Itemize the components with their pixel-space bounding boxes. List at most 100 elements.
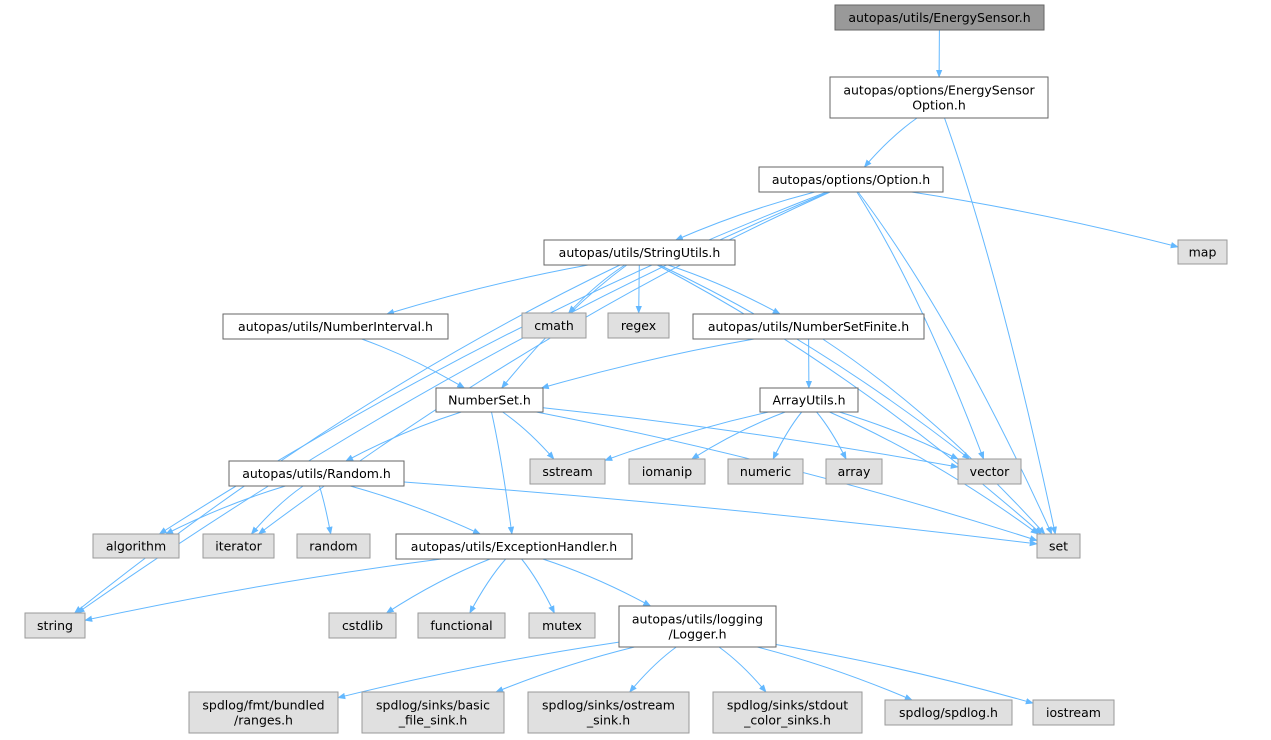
edge-logger-to-spdlog — [757, 646, 913, 701]
node-stringutils[interactable]: autopas/utils/StringUtils.h — [543, 239, 736, 266]
node-exceptionhandler[interactable]: autopas/utils/ExceptionHandler.h — [395, 533, 633, 560]
node-label: algorithm — [106, 539, 166, 554]
node-box — [759, 387, 859, 413]
edge-stringutils-to-cmath — [568, 264, 626, 314]
node-label: random — [309, 539, 357, 554]
node-logger[interactable]: autopas/utils/logging/Logger.h — [618, 605, 777, 648]
edge-logger-to-basicfilesink — [495, 646, 635, 693]
node-mutex: mutex — [528, 612, 596, 639]
node-option[interactable]: autopas/options/Option.h — [758, 166, 944, 193]
node-box — [24, 612, 86, 639]
node-label: functional — [430, 618, 492, 633]
node-label: spdlog/fmt/bundled — [202, 698, 324, 713]
edge-exceptionhandler-to-cstdlib — [385, 558, 491, 614]
node-cstdlib: cstdlib — [328, 612, 397, 639]
edge-arrayutils-to-array — [816, 411, 847, 460]
node-label: spdlog/sinks/stdout — [727, 698, 848, 713]
node-spdlog: spdlog/spdlog.h — [884, 699, 1013, 726]
node-box — [228, 460, 405, 487]
node-label: sstream — [542, 464, 592, 479]
node-box — [296, 533, 371, 559]
edge-numberset-to-exceptionhandler — [491, 411, 515, 535]
edge-logger-to-ranges — [337, 641, 620, 700]
node-basicfilesink: spdlog/sinks/basic_file_sink.h — [361, 691, 505, 734]
node-ostreamsink: spdlog/sinks/ostream_sink.h — [527, 691, 690, 734]
node-box — [957, 458, 1022, 485]
node-box — [361, 691, 505, 734]
node-box — [395, 533, 633, 560]
edge-numberset-to-random — [345, 411, 462, 462]
node-box — [1032, 699, 1115, 726]
node-numbersetfinite[interactable]: autopas/utils/NumberSetFinite.h — [692, 313, 925, 340]
node-random[interactable]: autopas/utils/Random.h — [228, 460, 405, 487]
node-box — [628, 458, 706, 485]
node-label: string — [37, 618, 73, 633]
edge-stringutils-to-set — [657, 264, 1043, 535]
node-box — [521, 312, 587, 339]
node-label: autopas/utils/NumberSetFinite.h — [708, 319, 909, 334]
node-box — [417, 612, 506, 639]
edge-random-to-iterator — [250, 485, 304, 535]
node-array: array — [825, 458, 883, 485]
node-layer: autopas/utils/EnergySensor.h autopas/opti… — [24, 4, 1228, 734]
edge-arrayutils-to-iomanip — [691, 411, 786, 460]
node-label: vector — [970, 464, 1011, 479]
node-map: map — [1177, 239, 1228, 265]
node-label: spdlog/sinks/basic — [376, 698, 490, 713]
edge-numberset-to-sstream — [502, 411, 555, 460]
node-numberset[interactable]: NumberSet.h — [435, 387, 544, 413]
node-box — [1036, 533, 1081, 559]
edge-random-to-set — [403, 481, 1038, 547]
node-sstream: sstream — [529, 458, 606, 485]
edge-logger-to-ostreamsink — [629, 646, 677, 693]
node-label: _file_sink.h — [398, 713, 468, 728]
node-label: autopas/options/Option.h — [772, 172, 930, 187]
node-numberinterval[interactable]: autopas/utils/NumberInterval.h — [222, 313, 449, 340]
node-box — [527, 691, 690, 734]
edge-option-to-vector — [856, 191, 985, 460]
node-iomanip: iomanip — [628, 458, 706, 485]
node-label: map — [1189, 245, 1217, 260]
node-label: regex — [621, 318, 656, 333]
edge-random-to-algorithm — [165, 485, 286, 535]
node-box — [727, 458, 804, 485]
node-arrayutils[interactable]: ArrayUtils.h — [759, 387, 859, 413]
node-ranges: spdlog/fmt/bundled/ranges.h — [188, 691, 339, 734]
node-box — [222, 313, 449, 340]
edge-stringutils-to-numbersetfinite — [667, 264, 781, 315]
edge-stringutils-to-regex — [635, 264, 642, 314]
node-randomsys: random — [296, 533, 371, 559]
node-box — [825, 458, 883, 485]
node-label: /ranges.h — [234, 713, 293, 728]
edge-option-to-map — [911, 191, 1179, 249]
edge-numbersetfinite-to-numberset — [540, 338, 755, 390]
node-label: cstdlib — [342, 618, 383, 633]
node-box — [692, 313, 925, 340]
node-box — [435, 387, 544, 413]
node-label: mutex — [542, 618, 582, 633]
node-label: autopas/utils/StringUtils.h — [559, 245, 721, 260]
node-label: spdlog/spdlog.h — [899, 705, 998, 720]
edge-stringutils-to-vector — [659, 264, 971, 460]
node-box — [328, 612, 397, 639]
node-regex: regex — [607, 312, 670, 339]
node-label: /Logger.h — [668, 627, 726, 642]
node-label: _sink.h — [586, 713, 630, 728]
edge-energysensoroption-to-option — [863, 117, 918, 168]
edge-layer — [73, 29, 1179, 705]
node-label: array — [838, 464, 871, 479]
node-label: autopas/utils/Random.h — [242, 466, 391, 481]
node-box — [829, 76, 1049, 119]
node-box — [712, 691, 863, 734]
node-label: iomanip — [642, 464, 692, 479]
edge-exceptionhandler-to-logger — [542, 558, 652, 607]
edge-exceptionhandler-to-functional — [469, 558, 507, 614]
node-energysensor[interactable]: autopas/utils/EnergySensor.h — [834, 4, 1045, 31]
node-label: spdlog/sinks/ostream — [542, 698, 675, 713]
edge-energysensoroption-to-set — [944, 117, 1057, 535]
node-label: ArrayUtils.h — [772, 393, 845, 408]
edge-option-to-stringutils — [674, 191, 815, 241]
node-label: numeric — [740, 464, 791, 479]
edge-arrayutils-to-set — [829, 411, 1039, 535]
